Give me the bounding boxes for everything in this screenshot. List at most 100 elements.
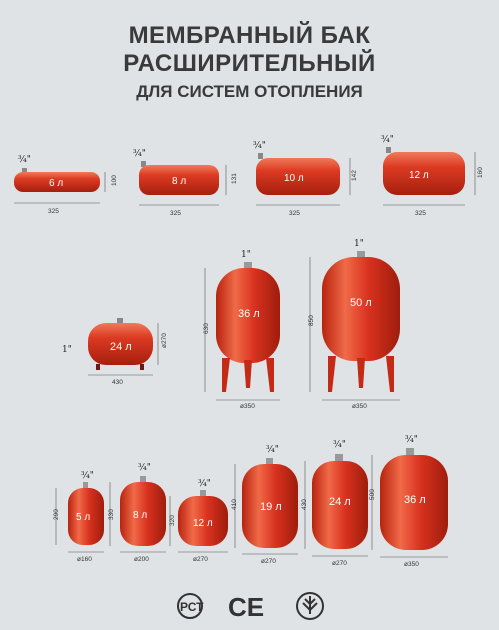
fitting-icon — [140, 476, 146, 483]
fitting-label: ¾" — [18, 154, 31, 165]
tank-volume: 24 л — [110, 341, 132, 353]
tank-body — [216, 268, 280, 363]
height-label: 131 — [231, 173, 238, 184]
tank-body — [380, 455, 448, 550]
tank-12l-small: ¾" 12 л 320 ø270 — [169, 478, 228, 563]
fitting-icon — [357, 251, 365, 259]
rst-logo-text: РСТ — [180, 600, 204, 614]
width-label: 325 — [48, 208, 59, 215]
tank-volume: 36 л — [238, 308, 260, 320]
fitting-label: ¾" — [253, 140, 266, 151]
fitting-label: ¾" — [133, 148, 146, 159]
fitting-icon — [386, 147, 391, 153]
height-label: 500 — [369, 489, 376, 500]
tank-50l-vertical: 1" 50 л 850 ø350 — [308, 239, 400, 410]
ce-mark-icon: CE — [228, 592, 264, 622]
rst-certification-icon: РСТ — [177, 593, 204, 619]
fitting-label: ¾" — [381, 134, 394, 145]
width-label: 325 — [415, 210, 426, 217]
tank-body — [88, 323, 153, 365]
width-label: 325 — [289, 210, 300, 217]
tank-8l-small: ¾" 8 л 330 ø200 — [108, 462, 166, 563]
fitting-label: 1" — [241, 250, 251, 260]
fitting-label: ¾" — [266, 444, 279, 455]
diameter-label: ø350 — [404, 561, 419, 568]
tank-36l-small: ¾" 36 л 500 ø350 — [369, 434, 448, 568]
fitting-icon — [244, 262, 252, 270]
tank-body — [14, 172, 100, 192]
tank-24l-small: ¾" 24 л 430 ø270 — [301, 439, 368, 567]
height-label: 160 — [477, 167, 484, 178]
height-label: 100 — [111, 175, 118, 186]
tank-5l: ¾" 5 л 290 ø160 — [53, 470, 104, 563]
tank-volume: 6 л — [49, 178, 63, 189]
title-line-2: РАСШИРИТЕЛЬНЫЙ — [123, 50, 376, 77]
tank-body — [256, 158, 340, 195]
tank-24l-horizontal: 1" 24 л ø270 430 — [62, 318, 168, 386]
tank-8l: ¾" 8 л 131 325 — [133, 148, 238, 217]
height-label: 410 — [231, 499, 238, 510]
tank-volume: 5 л — [76, 512, 90, 523]
tank-volume: 10 л — [284, 173, 304, 184]
fitting-label: ¾" — [405, 434, 418, 445]
tank-volume: 12 л — [409, 170, 429, 181]
ce-logo-text: CE — [228, 592, 264, 622]
tank-6l: ¾" 6 л 100 325 — [14, 154, 118, 215]
diameter-label: ø200 — [134, 556, 149, 563]
page-title: МЕМБРАННЫЙ БАК РАСШИРИТЕЛЬНЫЙ ДЛЯ СИСТЕМ… — [0, 22, 499, 104]
tank-body — [139, 165, 219, 195]
tank-volume: 24 л — [329, 496, 351, 508]
safety-certification-icon — [296, 592, 324, 620]
diameter-label: ø270 — [161, 333, 168, 348]
diameter-label: ø350 — [352, 403, 367, 410]
fitting-label: ¾" — [333, 439, 346, 450]
height-label: 430 — [301, 499, 308, 510]
height-label: 850 — [308, 315, 315, 326]
fitting-icon — [22, 168, 27, 174]
fitting-label: 1" — [62, 345, 72, 355]
width-label: 430 — [112, 379, 123, 386]
fitting-icon — [83, 482, 88, 488]
fitting-label: ¾" — [198, 478, 211, 489]
tank-body — [322, 257, 400, 361]
title-line-3: ДЛЯ СИСТЕМ ОТОПЛЕНИЯ — [136, 82, 363, 101]
tank-volume: 19 л — [260, 501, 282, 513]
tank-volume: 8 л — [172, 176, 186, 187]
height-label: 630 — [203, 323, 210, 334]
diameter-label: ø350 — [240, 403, 255, 410]
diameter-label: ø270 — [261, 558, 276, 565]
fitting-icon — [406, 448, 414, 457]
tank-12l: ¾" 12 л 160 325 — [381, 134, 484, 217]
height-label: 142 — [351, 170, 358, 181]
tank-10l: ¾" 10 л 142 325 — [253, 140, 358, 217]
tank-body — [178, 496, 228, 546]
tank-volume: 36 л — [404, 494, 426, 506]
tank-body — [120, 482, 166, 546]
diameter-label: ø160 — [77, 556, 92, 563]
tank-body — [383, 152, 465, 195]
diameter-label: ø270 — [332, 560, 347, 567]
diameter-label: ø270 — [193, 556, 208, 563]
height-label: 290 — [53, 509, 60, 520]
fitting-icon — [200, 490, 206, 497]
fitting-icon — [117, 318, 123, 325]
fitting-icon — [266, 458, 273, 466]
tank-volume: 12 л — [193, 518, 213, 529]
fitting-icon — [258, 153, 263, 159]
tank-19l: ¾" 19 л 410 ø270 — [231, 444, 298, 565]
width-label: 325 — [170, 210, 181, 217]
tank-volume: 8 л — [133, 510, 147, 521]
fitting-label: ¾" — [81, 470, 94, 481]
tank-body — [242, 464, 298, 548]
height-label: 320 — [169, 515, 176, 526]
fitting-label: 1" — [354, 239, 364, 249]
fitting-icon — [335, 454, 343, 462]
tank-36l-vertical: 1" 36 л 630 ø350 — [203, 250, 280, 410]
tank-body — [312, 461, 368, 549]
fitting-label: ¾" — [138, 462, 151, 473]
fitting-icon — [141, 161, 146, 167]
title-line-1: МЕМБРАННЫЙ БАК — [128, 22, 371, 49]
height-label: 330 — [108, 509, 115, 520]
tank-body — [68, 488, 104, 545]
